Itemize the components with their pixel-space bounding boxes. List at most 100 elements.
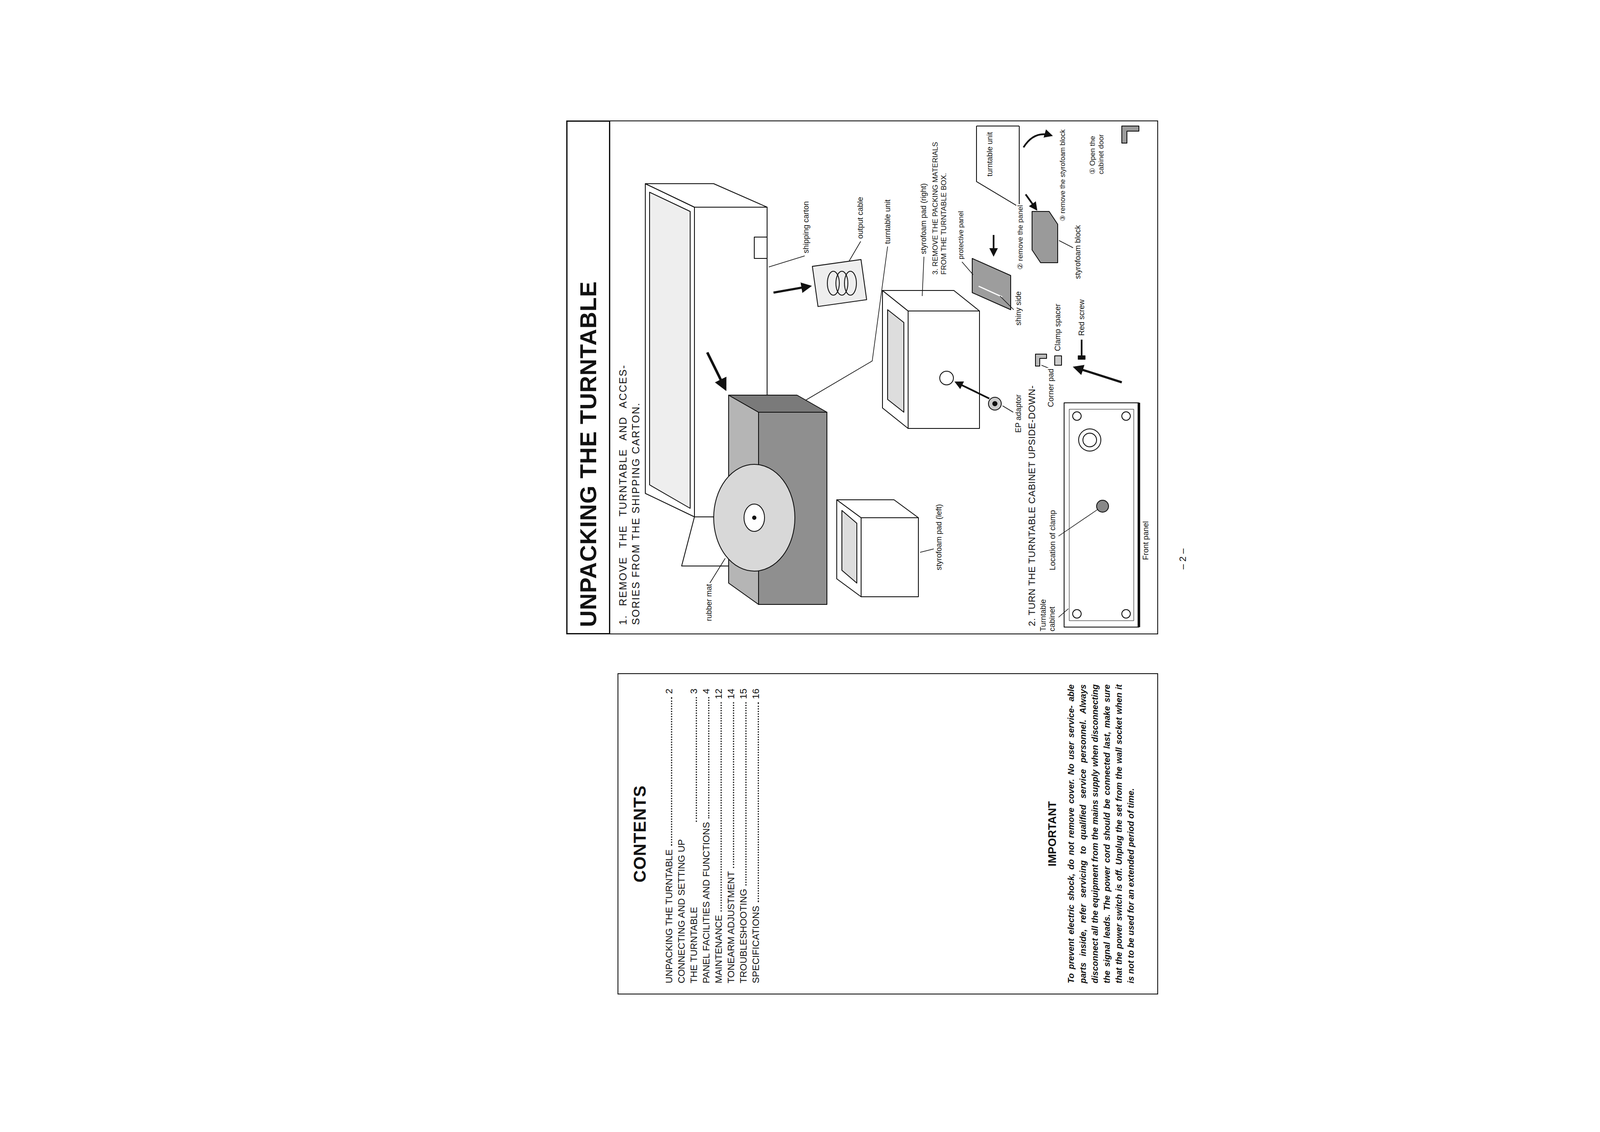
pad-right-top	[882, 290, 909, 429]
instruction-panel: 1. REMOVE THE TURNTABLE AND ACCES- SORIE…	[608, 120, 1159, 635]
part-label: Location of clamp	[1048, 509, 1058, 572]
part-label: ② remove the panel	[1016, 204, 1025, 271]
part-label: turntable unit	[883, 198, 893, 245]
ep-adaptor	[988, 397, 1002, 411]
contents-heading: CONTENTS	[630, 674, 650, 995]
dot-leader	[757, 702, 759, 903]
part-label: shiny side	[1014, 290, 1024, 327]
arrow	[1023, 134, 1052, 148]
carton-top	[645, 183, 695, 518]
adaptor-hole	[939, 371, 954, 386]
contents-row: UNPACKING THE TURNTABLE 2	[662, 688, 676, 984]
contents-row: PANEL FACILITIES AND FUNCTIONS4	[700, 688, 713, 984]
cabinet-foot	[1121, 411, 1131, 421]
dot-leader	[670, 697, 673, 847]
step-text: 3. REMOVE THE PACKING MATERIALS FROM THE…	[931, 125, 949, 275]
clamp-spacer-icon	[1054, 355, 1062, 366]
part-label: styrofoam pad (left)	[934, 503, 944, 572]
corner-piece	[1121, 126, 1139, 144]
part-label: Front panel	[1141, 520, 1151, 562]
pad-right-recess	[887, 309, 904, 413]
contents-entry: TROUBLESHOOTING	[737, 889, 750, 984]
carton-notch	[754, 237, 768, 259]
page-number: 14	[724, 688, 738, 700]
leader-line	[922, 256, 924, 297]
arrow	[1025, 194, 1037, 210]
leader-line	[961, 261, 974, 275]
cabinet-door	[976, 125, 1020, 127]
part-label: output cable	[855, 196, 865, 240]
part-label: Corner pad	[1046, 367, 1056, 409]
leader-line	[1058, 240, 1074, 248]
leader-line	[1002, 405, 1014, 413]
page-number: 16	[749, 688, 762, 700]
leader-line	[1058, 608, 1069, 618]
leader-line	[1000, 296, 1014, 310]
turntable-side	[728, 395, 827, 413]
ep-adaptor-hole	[992, 401, 998, 406]
contents-row: SPECIFICATIONS 16	[749, 688, 762, 984]
part-label: shipping carton	[801, 200, 811, 255]
step-text: 2. TURN THE TURNTABLE CABINET UPSIDE-DOW…	[1026, 385, 1038, 627]
page-number: 3	[687, 688, 700, 695]
pad-right-front	[908, 311, 980, 429]
contents-row: TROUBLESHOOTING 15	[737, 688, 750, 984]
section-title: UNPACKING THE TURNTABLE	[567, 281, 609, 628]
part-label: EP adaptor	[1014, 393, 1024, 434]
cabinet-ring	[1078, 429, 1101, 452]
leader-line	[805, 246, 888, 401]
red-screw-head	[1078, 355, 1086, 360]
contents-entry: UNPACKING THE TURNTABLE	[662, 849, 676, 984]
part-label: rubber mat	[704, 583, 714, 623]
pad-left-front	[861, 517, 919, 598]
page-number: 15	[737, 688, 750, 700]
part-label: Turntable cabinet	[1038, 590, 1057, 633]
contents-entry: CONNECTING AND SETTING UP THE TURNTABLE	[675, 825, 700, 984]
protective-panel	[972, 258, 1011, 310]
leader-line	[709, 558, 726, 584]
styrofoam-block	[1032, 211, 1058, 263]
leader-line	[768, 255, 805, 268]
contents-row: CONNECTING AND SETTING UP THE TURNTABLE 3	[675, 688, 700, 984]
dot-leader	[732, 702, 735, 868]
part-label: styrofoam block	[1073, 224, 1083, 280]
contents-list: UNPACKING THE TURNTABLE2CONNECTING AND S…	[662, 688, 762, 984]
arrow	[1074, 367, 1122, 383]
part-label: Red screw	[1077, 298, 1087, 337]
cabinet-open	[976, 126, 1020, 208]
contents-entry: SPECIFICATIONS	[749, 905, 762, 984]
contents-entry: MAINTENANCE	[712, 915, 725, 984]
cabinet-foot	[1072, 609, 1082, 619]
mat-spindle	[752, 516, 756, 520]
part-label: Clamp spacer	[1053, 302, 1063, 353]
cable-bag	[812, 259, 867, 307]
leader-line	[849, 241, 861, 262]
cabinet-foot	[1072, 411, 1082, 421]
panel-slot	[978, 286, 1003, 298]
cable-coil	[844, 271, 857, 296]
part-label: turntable unit	[985, 131, 995, 178]
pad-left-recess	[841, 510, 857, 584]
dot-leader	[695, 697, 698, 823]
contents-row: TONEARM ADJUSTMENT 14	[724, 688, 738, 984]
clamp-location	[1096, 500, 1109, 513]
cabinet-bottom	[1064, 402, 1139, 628]
cabinet-ring	[1082, 433, 1097, 448]
dot-leader	[708, 697, 710, 819]
note-heading: IMPORTANT	[1045, 674, 1059, 995]
arrow	[773, 286, 810, 293]
page-number: 2	[662, 688, 676, 695]
contents-box: CONTENTSUNPACKING THE TURNTABLE2CONNECTI…	[617, 673, 1159, 995]
rubber-mat	[713, 464, 795, 572]
cabinet-foot	[1121, 609, 1131, 619]
part-label: – 2 –	[1177, 547, 1189, 571]
title-band: UNPACKING THE TURNTABLE	[566, 120, 611, 635]
unpacking-illustration	[566, 120, 1208, 635]
pad-right-side	[882, 290, 980, 312]
contents-entry: TONEARM ADJUSTMENT	[724, 871, 738, 984]
arrow	[955, 382, 990, 399]
page-number: 12	[712, 688, 725, 700]
part-label: ③ remove the styrofoam block	[1058, 128, 1067, 223]
part-label: ① Open the cabinet door	[1088, 124, 1106, 176]
dot-leader	[720, 702, 722, 912]
